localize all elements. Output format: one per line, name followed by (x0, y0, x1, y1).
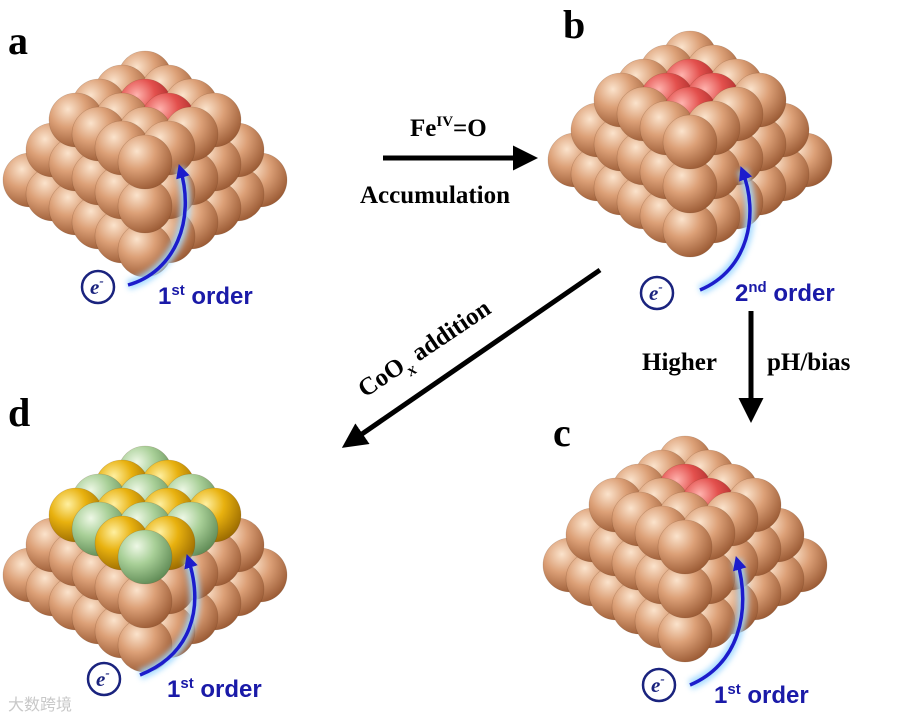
order-label-c: 1st order (714, 681, 809, 709)
arrow-b-to-c-right-label: pH/bias (767, 349, 851, 376)
order-label-d: 1st order (167, 675, 262, 703)
panel-b: b e- 2nd order (548, 2, 835, 309)
arrow-b-to-c: Higher pH/bias (642, 311, 851, 418)
panel-label-b: b (563, 2, 585, 47)
electron-badge-a: e- (82, 271, 114, 303)
electron-badge-b: e- (641, 277, 673, 309)
panel-label-d: d (8, 390, 30, 435)
panel-label-a: a (8, 18, 28, 63)
copper-atom (663, 115, 717, 169)
copper-atom (658, 520, 712, 574)
atom-cluster-d (3, 446, 287, 672)
arrow-a-to-b-bottom-label: Accumulation (360, 182, 510, 209)
panel-label-c: c (553, 410, 571, 455)
atom-cluster-b (548, 31, 832, 257)
order-label-a: 1st order (158, 282, 253, 310)
atom-cluster-c (543, 436, 827, 662)
panel-a: a e- 1st order (3, 18, 287, 310)
electron-badge-d: e- (88, 663, 120, 695)
panel-c: c e- 1st order (543, 410, 827, 709)
copper-atom (118, 135, 172, 189)
panel-d: d e- 1st order (3, 390, 287, 703)
oxygen-atom (118, 530, 172, 584)
arrow-b-to-c-left-label: Higher (642, 349, 717, 376)
atom-cluster-a (3, 51, 287, 277)
order-label-b: 2nd order (735, 279, 835, 307)
arrow-a-to-b: FeIV=O Accumulation (360, 114, 533, 209)
watermark: 大数跨境 (8, 695, 72, 714)
electron-badge-c: e- (643, 669, 675, 701)
arrow-a-to-b-top-label: FeIV=O (410, 114, 487, 142)
